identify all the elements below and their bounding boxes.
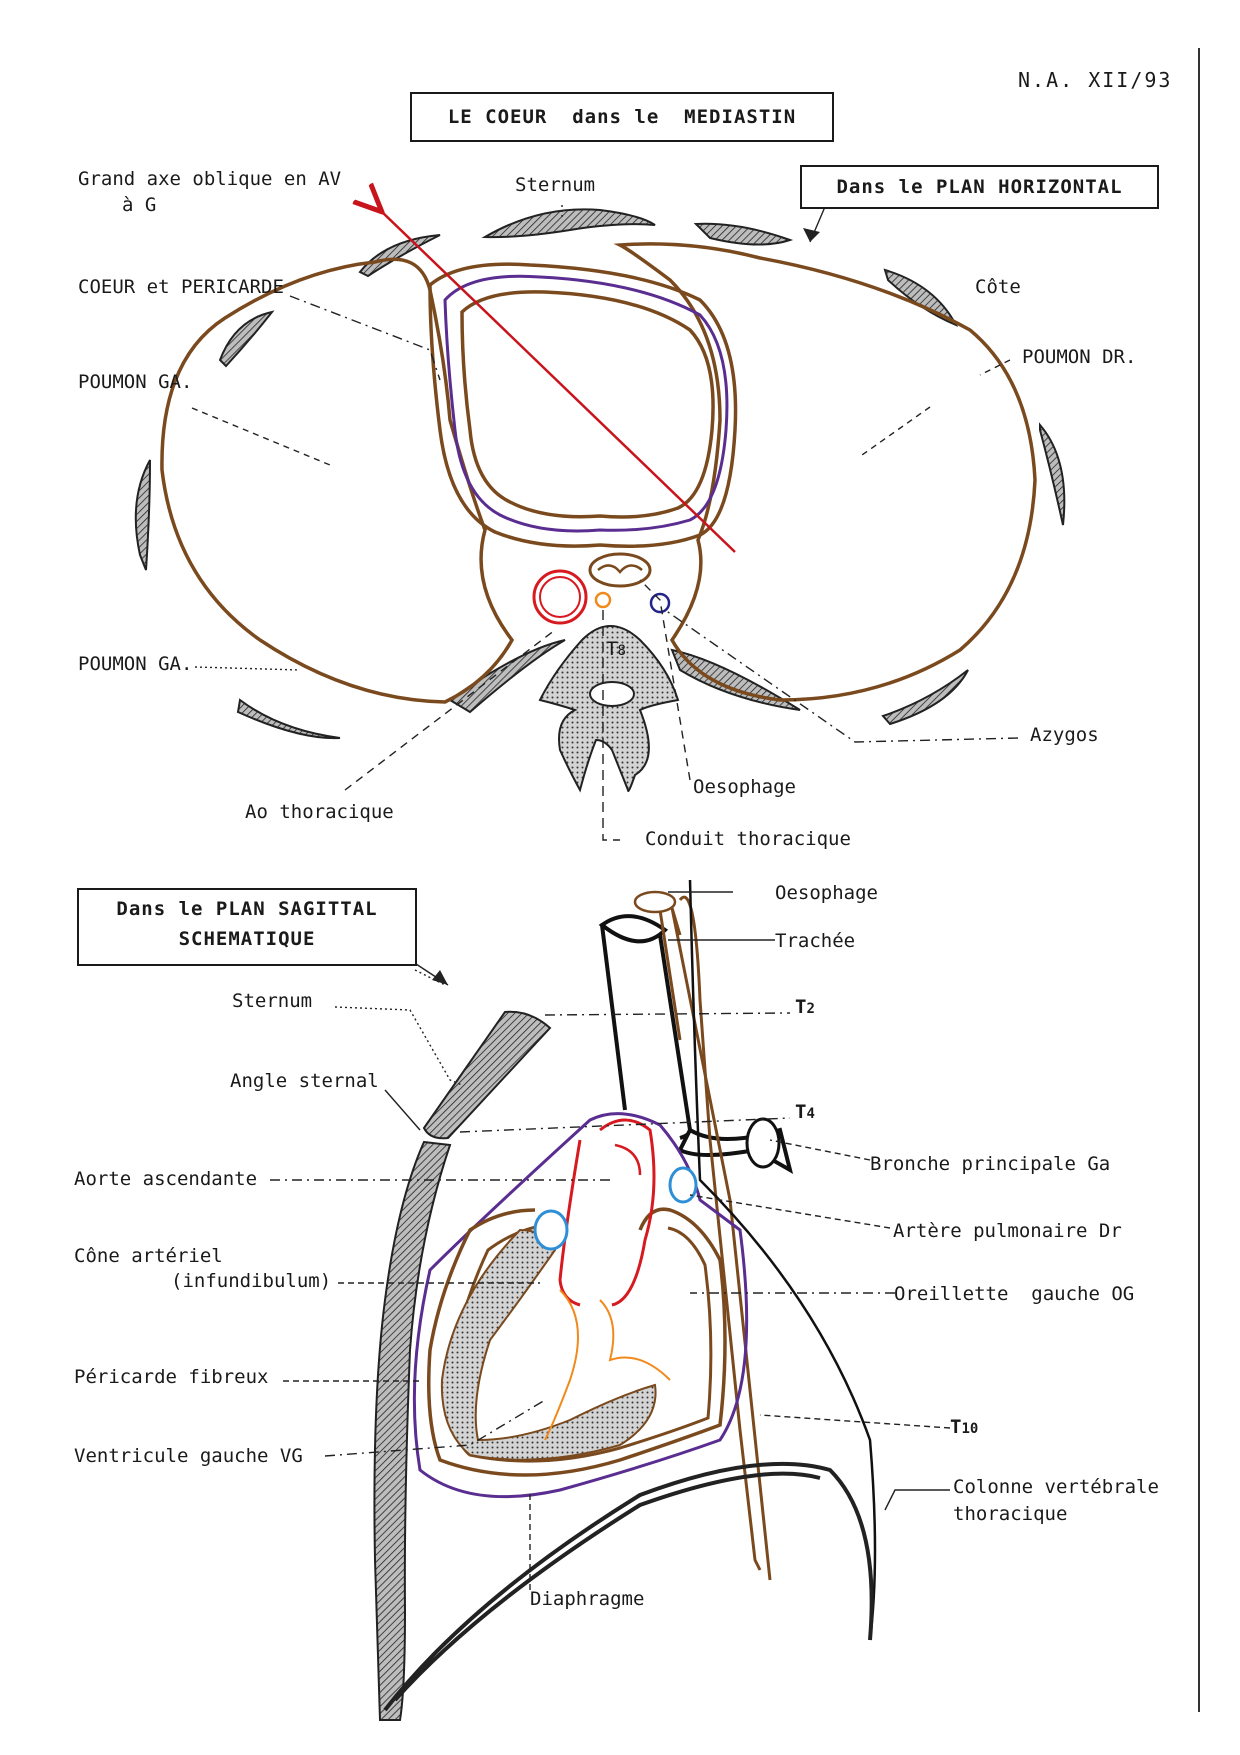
horizontal-plane-text: Dans le PLAN HORIZONTAL — [836, 176, 1123, 198]
label-axis-1: Grand axe oblique en AV — [78, 168, 342, 190]
label-t8-main: T — [606, 638, 618, 660]
label-cote: Côte — [975, 276, 1021, 298]
label-sternum-s: Sternum — [232, 990, 313, 1012]
label-pericarde: Péricarde fibreux — [74, 1366, 269, 1388]
diagram-title-text: LE COEUR dans le MEDIASTIN — [447, 106, 797, 128]
label-azygos: Azygos — [1030, 724, 1099, 746]
label-cone-2: (infundibulum) — [171, 1270, 332, 1292]
label-poumon-dr: POUMON DR. — [1022, 346, 1137, 368]
label-t4: T4 — [795, 1103, 815, 1122]
label-t2-main: T — [795, 996, 807, 1018]
vertebra-t8 — [538, 625, 680, 793]
label-bronche: Bronche principale Ga — [870, 1153, 1111, 1175]
pericardium-sagittal — [412, 1112, 749, 1499]
label-t2: T2 — [795, 998, 815, 1017]
label-aorte-ascendante: Aorte ascendante — [74, 1168, 258, 1190]
label-t10-sub: 10 — [961, 1421, 979, 1437]
ascending-aorta — [558, 1118, 656, 1307]
reference-code: N.A. XII/93 — [1018, 68, 1173, 92]
label-axis-2: à G — [122, 194, 157, 216]
label-oesophage-s: Oesophage — [775, 882, 878, 904]
diaphragm — [383, 1461, 874, 1712]
heart-inner — [460, 290, 715, 519]
label-t2-sub: 2 — [806, 1001, 815, 1017]
label-t8: T8 — [606, 640, 626, 659]
label-poumon-ga-1: POUMON GA. — [78, 371, 193, 393]
label-diaphragme: Diaphragme — [530, 1588, 645, 1610]
label-t8-sub: 8 — [617, 643, 626, 659]
left-ventricle — [440, 1228, 657, 1461]
label-ventricule: Ventricule gauche VG — [74, 1445, 303, 1467]
pericardium-purple — [443, 274, 729, 533]
sternum-body — [373, 1140, 452, 1721]
sternum-manubrium — [422, 1010, 552, 1140]
right-lung — [613, 242, 1037, 702]
diagram-title: LE COEUR dans le MEDIASTIN — [410, 92, 834, 142]
horizontal-plane-box: Dans le PLAN HORIZONTAL — [800, 165, 1159, 209]
label-oesophage-h: Oesophage — [693, 776, 796, 798]
label-sternum-h: Sternum — [515, 174, 596, 196]
label-oreillette: Oreillette gauche OG — [894, 1283, 1135, 1305]
pericardium-outer — [428, 262, 738, 548]
rib-shapes — [134, 208, 1066, 740]
label-colonne-1: Colonne vertébrale — [953, 1476, 1159, 1498]
label-ao-thoracique: Ao thoracique — [245, 801, 394, 823]
label-poumon-ga-2: POUMON GA. — [78, 653, 193, 675]
sagittal-plane-line1: Dans le PLAN SAGITTAL — [116, 898, 378, 920]
trachea — [600, 924, 693, 1140]
label-artere-pulmonaire: Artère pulmonaire Dr — [893, 1220, 1122, 1242]
left-lung — [160, 257, 515, 704]
label-angle-sternal: Angle sternal — [230, 1070, 379, 1092]
heart-sagittal — [427, 1207, 727, 1477]
label-t4-main: T — [795, 1101, 807, 1123]
label-t10: T10 — [950, 1418, 978, 1437]
label-conduit: Conduit thoracique — [645, 828, 851, 850]
sagittal-plane-line2: SCHEMATIQUE — [178, 928, 316, 950]
sagittal-plane-box: Dans le PLAN SAGITTAL SCHEMATIQUE — [77, 888, 417, 966]
label-cone-1: Cône artériel — [74, 1245, 223, 1267]
label-coeur-pericarde: COEUR et PERICARDE — [78, 276, 284, 298]
label-trachee: Trachée — [775, 930, 856, 952]
label-t10-main: T — [950, 1416, 962, 1438]
thoracic-aorta — [532, 569, 588, 625]
heart-axis-arrow — [380, 210, 736, 553]
label-colonne-2: thoracique — [953, 1503, 1068, 1525]
label-t4-sub: 4 — [806, 1106, 815, 1122]
